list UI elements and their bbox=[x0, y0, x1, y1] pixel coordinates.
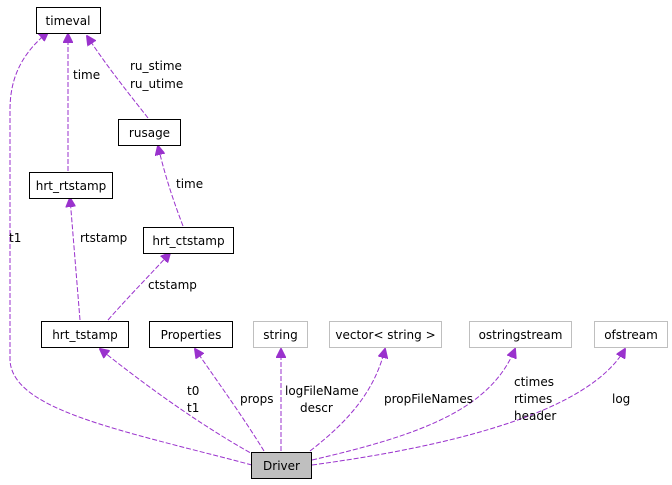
edge-label-ctstamp: ctstamp bbox=[148, 278, 197, 292]
edge-label-rtstamp: rtstamp bbox=[80, 231, 127, 245]
edge-label-ru-utime: ru_utime bbox=[130, 77, 183, 91]
edge-label-t1-left: t1 bbox=[9, 231, 21, 245]
edge-label-descr: descr bbox=[300, 401, 333, 415]
edge-driver-vector-string bbox=[309, 349, 385, 452]
edge-label-time-hrt-ctstamp: time bbox=[176, 177, 203, 191]
edge-labels: t1 time ru_stime ru_utime time rtstamp c… bbox=[9, 59, 630, 423]
edge-label-header: header bbox=[514, 409, 556, 423]
edge-rusage-timeval bbox=[87, 36, 149, 119]
node-label-vector-string: vector< string > bbox=[335, 328, 435, 342]
edge-label-props: props bbox=[240, 392, 274, 406]
node-label-properties: Properties bbox=[161, 328, 222, 342]
node-label-ofstream: ofstream bbox=[604, 328, 658, 342]
edge-label-t0: t0 bbox=[187, 384, 199, 398]
node-rusage[interactable]: rusage bbox=[118, 119, 181, 146]
edge-label-log: log bbox=[612, 392, 630, 406]
edges bbox=[9, 32, 625, 466]
node-properties[interactable]: Properties bbox=[149, 321, 233, 348]
node-label-rusage: rusage bbox=[129, 126, 170, 140]
edge-hrt-tstamp-hrt-ctstamp bbox=[107, 253, 170, 321]
edge-driver-ofstream bbox=[311, 349, 625, 466]
node-hrt-rtstamp[interactable]: hrt_rtstamp bbox=[29, 172, 113, 199]
edge-label-logfilename: logFileName bbox=[285, 384, 359, 398]
node-hrt-ctstamp[interactable]: hrt_ctstamp bbox=[143, 227, 234, 254]
edge-driver-ostringstream bbox=[311, 349, 515, 461]
edge-driver-hrt-tstamp bbox=[100, 349, 257, 457]
node-ofstream[interactable]: ofstream bbox=[594, 321, 668, 348]
edge-label-rtimes: rtimes bbox=[514, 392, 552, 406]
edge-label-t1: t1 bbox=[187, 401, 199, 415]
edge-label-ru-stime: ru_stime bbox=[130, 59, 182, 73]
node-timeval[interactable]: timeval bbox=[36, 7, 101, 34]
node-label-hrt-rtstamp: hrt_rtstamp bbox=[36, 179, 107, 193]
node-label-timeval: timeval bbox=[46, 14, 91, 28]
node-vector-string[interactable]: vector< string > bbox=[329, 321, 442, 348]
node-label-driver: Driver bbox=[263, 459, 300, 473]
edge-label-ctimes: ctimes bbox=[514, 375, 554, 389]
edge-driver-properties bbox=[195, 349, 265, 452]
edge-hrt-ctstamp-rusage bbox=[158, 146, 184, 227]
node-label-hrt-tstamp: hrt_tstamp bbox=[52, 328, 118, 342]
node-label-hrt-ctstamp: hrt_ctstamp bbox=[152, 234, 224, 248]
node-label-string: string bbox=[263, 328, 297, 342]
edge-hrt-tstamp-hrt-rtstamp bbox=[70, 198, 81, 321]
edge-label-time-hrt-rtstamp: time bbox=[73, 68, 100, 82]
node-string[interactable]: string bbox=[253, 321, 308, 348]
edge-label-propfilenames: propFileNames bbox=[384, 392, 473, 406]
node-ostringstream[interactable]: ostringstream bbox=[469, 321, 572, 348]
node-label-ostringstream: ostringstream bbox=[479, 328, 563, 342]
edge-driver-timeval-t1 bbox=[9, 32, 253, 466]
node-driver[interactable]: Driver bbox=[251, 452, 312, 479]
node-hrt-tstamp[interactable]: hrt_tstamp bbox=[41, 321, 129, 348]
